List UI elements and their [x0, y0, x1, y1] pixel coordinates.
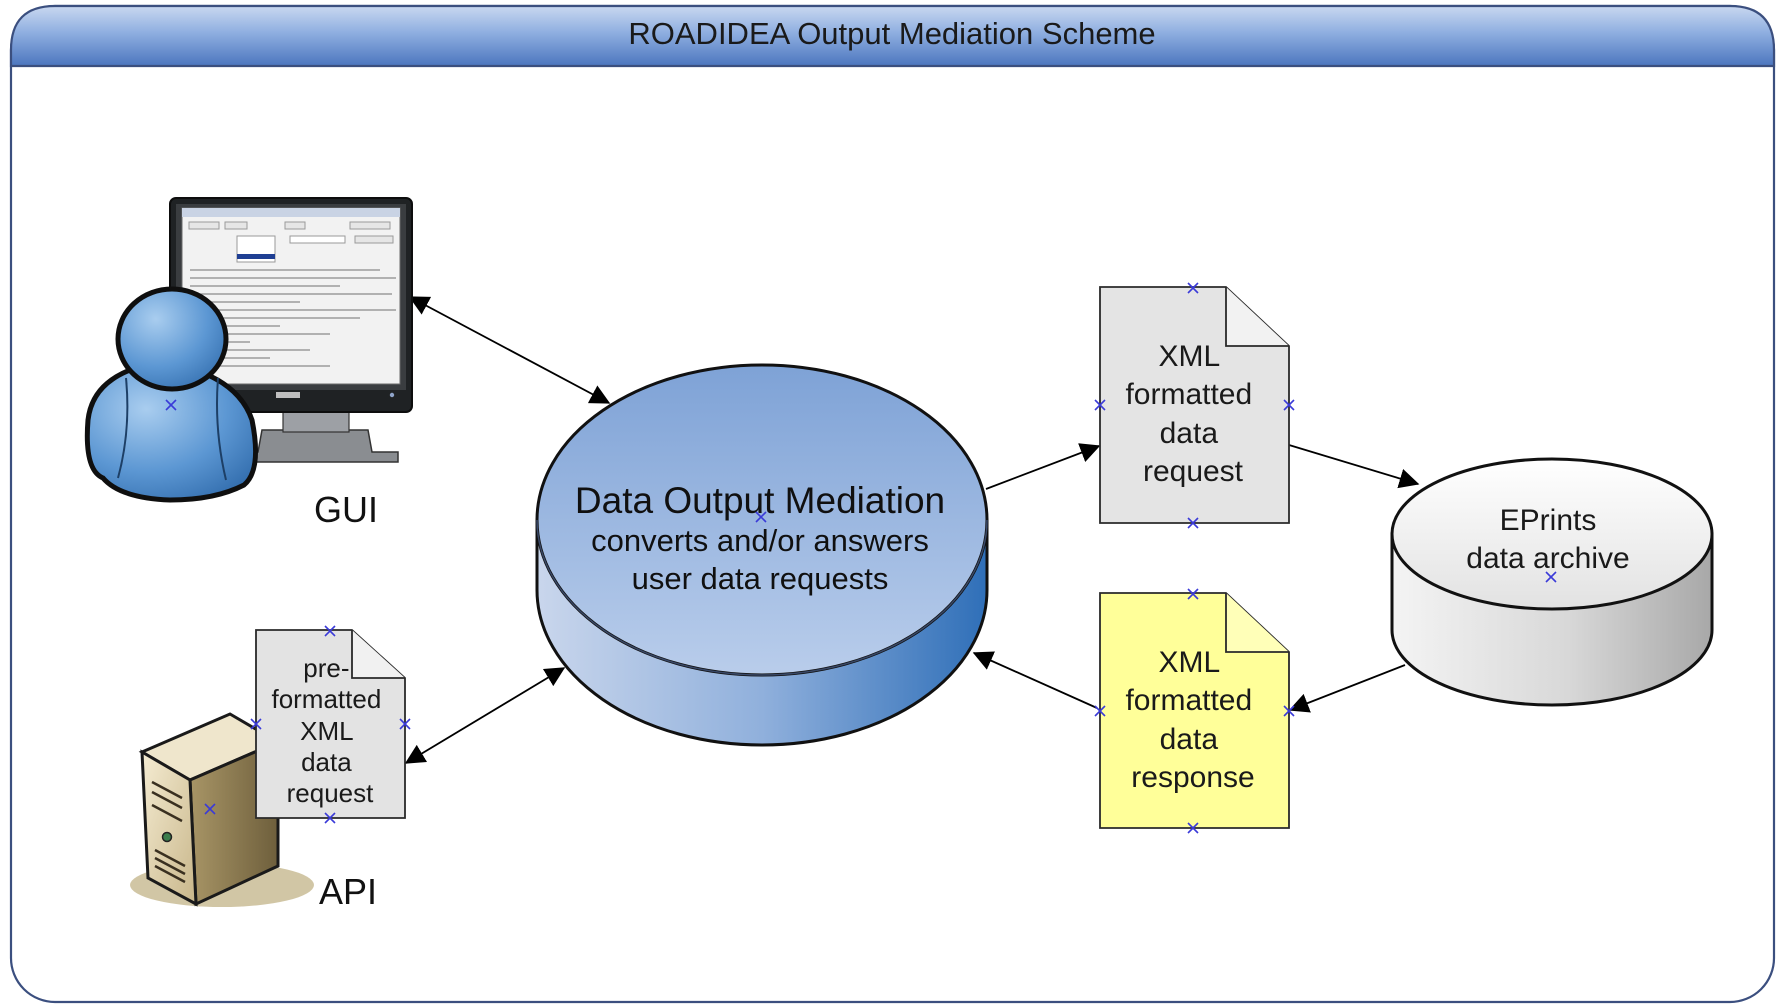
- request-doc-line: XML: [1159, 340, 1220, 373]
- xml-response-document: XML formatted data response: [1094, 588, 1295, 834]
- connectors: [404, 296, 1420, 764]
- handle-markers: [1094, 282, 1295, 529]
- preformatted-doc-line: data: [301, 747, 352, 777]
- arrow-request-archive: [1288, 444, 1420, 489]
- response-doc-line: response: [1131, 761, 1254, 794]
- handle-marker: [204, 803, 216, 815]
- arrow-gui-mediation: [408, 296, 611, 404]
- arrow-mediation-request: [985, 443, 1101, 490]
- server-icon: [130, 712, 314, 907]
- archive-line-2: data archive: [1466, 542, 1629, 575]
- preformatted-doc-line: XML: [300, 716, 353, 746]
- preformatted-doc-line: pre-: [303, 653, 349, 683]
- arrow-archive-response: [1288, 664, 1406, 713]
- preformatted-request-document: pre- formatted XML data request: [250, 625, 411, 824]
- request-doc-line: data: [1160, 417, 1219, 450]
- svg-text:XML formatted data: XML formatted data response: [1125, 646, 1260, 794]
- request-doc-line: request: [1143, 455, 1244, 488]
- response-doc-line: XML: [1159, 646, 1220, 679]
- eprints-archive-cylinder: EPrints data archive: [1390, 457, 1714, 707]
- gui-actor: GUI: [84, 197, 413, 530]
- response-doc-line: data: [1160, 723, 1219, 756]
- arrow-api-mediation: [404, 667, 566, 764]
- frame-title: ROADIDEA Output Mediation Scheme: [628, 16, 1155, 51]
- handle-marker: [165, 399, 177, 411]
- handle-markers: [250, 625, 411, 824]
- gui-label: GUI: [314, 489, 378, 530]
- response-doc-line: formatted: [1125, 684, 1252, 717]
- api-actor: pre- formatted XML data request API: [130, 625, 411, 912]
- user-icon: [84, 286, 259, 503]
- arrow-response-mediation: [972, 651, 1098, 709]
- handle-marker: [755, 511, 767, 523]
- mediation-line-2: user data requests: [632, 561, 889, 596]
- handle-marker: [1545, 571, 1557, 583]
- mediation-disk: Data Output Mediation converts and/or an…: [535, 363, 989, 747]
- preformatted-doc-line: formatted: [271, 684, 381, 714]
- preformatted-doc-line: request: [287, 778, 374, 808]
- request-doc-line: formatted: [1125, 378, 1252, 411]
- svg-text:XML formatted data: XML formatted data request: [1125, 340, 1260, 488]
- archive-line-1: EPrints: [1500, 504, 1597, 537]
- title-bar: [9, 4, 1776, 68]
- xml-request-document: XML formatted data request: [1094, 282, 1295, 529]
- mediation-title: Data Output Mediation: [575, 480, 945, 521]
- api-label: API: [319, 871, 377, 912]
- svg-text:pre- formatted: pre- formatted XML data request: [271, 653, 388, 808]
- mediation-line-1: converts and/or answers: [591, 523, 929, 558]
- handle-markers: [1094, 588, 1295, 834]
